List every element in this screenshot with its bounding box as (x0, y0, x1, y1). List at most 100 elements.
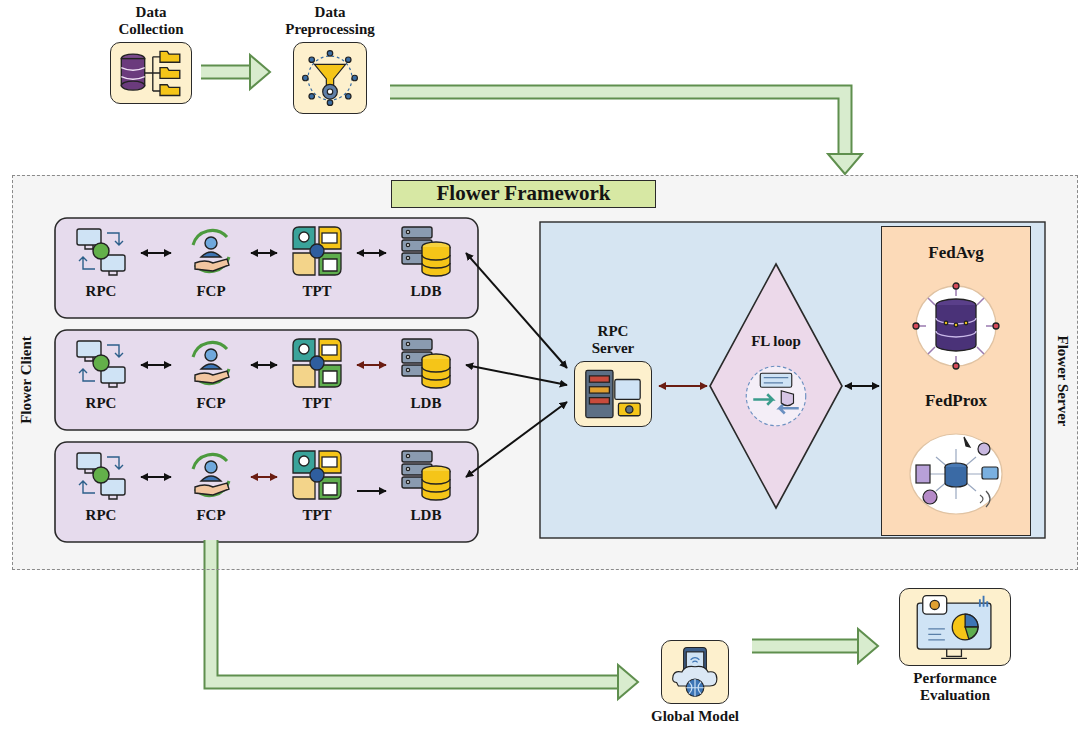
link-arrow (466, 253, 567, 368)
icon (289, 447, 345, 503)
link-arrow (141, 365, 171, 366)
icon-graphic (586, 370, 640, 417)
link-arrow (659, 386, 707, 387)
icon-graphic (917, 596, 991, 659)
link-arrow (251, 253, 277, 254)
icon (398, 447, 454, 503)
node-label: Flower Framework (391, 180, 656, 208)
client-component: RPC (63, 447, 139, 539)
icon (73, 335, 129, 391)
icon-tile (398, 447, 454, 503)
icon (578, 365, 648, 423)
client-component: FCP (173, 335, 249, 427)
link-arrow (141, 253, 171, 254)
icon-tile (398, 223, 454, 279)
client-component: RPC (63, 223, 139, 315)
icon-graphic (402, 339, 450, 388)
icon (289, 335, 345, 391)
icon (398, 335, 454, 391)
node-label: RPC (86, 283, 117, 300)
node-label: TPT (302, 395, 331, 412)
arrow-head (618, 665, 638, 699)
link-arrow (251, 477, 277, 478)
flow-arrow (211, 540, 638, 699)
connector-line (141, 364, 171, 366)
icon-graphic (193, 342, 229, 383)
icon-tile (183, 223, 239, 279)
arrow-body (752, 641, 858, 652)
icon (73, 223, 129, 279)
node-label: FL loop (709, 333, 843, 350)
arrow-head (828, 154, 862, 174)
icon-graphic (193, 454, 229, 495)
node-label: RPC (86, 507, 117, 524)
flow-arrow (201, 55, 270, 89)
icon-graphic (193, 230, 229, 271)
arrow-head (858, 629, 878, 663)
link-arrow (251, 365, 277, 366)
arrow-outline (211, 540, 618, 682)
node-label: Global Model (651, 708, 739, 725)
arrow-body (211, 540, 618, 682)
node-label: TPT (302, 283, 331, 300)
client-component: LDB (388, 335, 464, 427)
evaluation-box: Performance Evaluation (880, 588, 1030, 736)
icon-tile (661, 640, 729, 704)
icon-graphic (402, 451, 450, 500)
connector-line (466, 402, 567, 477)
icon-tile (904, 429, 1008, 519)
connector-line (251, 252, 277, 254)
icon (297, 46, 363, 110)
icon (183, 223, 239, 279)
icon-tile (183, 447, 239, 503)
connector-line (251, 364, 277, 366)
connector-line (845, 385, 879, 387)
icon-tile (73, 447, 129, 503)
link-arrow (845, 386, 879, 387)
icon (741, 361, 811, 431)
icon-graphic (121, 51, 180, 95)
fl-loop-diamond: FL loop (709, 263, 843, 509)
icon (904, 429, 1008, 519)
icon (183, 335, 239, 391)
icon-tile (73, 223, 129, 279)
icon-tile (293, 42, 367, 114)
global-model-box: Global Model (640, 640, 750, 736)
connector-line (141, 476, 171, 478)
icon-graphic (910, 434, 1002, 514)
connector-line (141, 252, 171, 254)
connector-line (659, 385, 707, 387)
server-panel-ground (540, 222, 1045, 538)
icon (289, 223, 345, 279)
client-component: TPT (279, 447, 355, 539)
arrow-body (201, 67, 250, 78)
icon (665, 644, 725, 700)
link-arrow (357, 365, 386, 366)
client-component: LDB (388, 447, 464, 539)
icon-graphic (77, 453, 125, 499)
link-arrow (466, 365, 567, 385)
framework-region: RPCFCPTPTLDBRPCFCPTPTLDBRPCFCPTPTLDBRPC … (12, 175, 1078, 570)
icon-graphic (673, 648, 717, 697)
icon-graphic (913, 283, 999, 369)
icon-tile (183, 335, 239, 391)
node-label: Data Preprocessing (276, 4, 384, 38)
icon-tile (741, 361, 811, 431)
rpc-server-box: RPC Server (569, 323, 657, 439)
client-component: LDB (388, 223, 464, 315)
icon-graphic (293, 227, 341, 275)
connector-line (466, 253, 567, 368)
connector-line (357, 252, 386, 254)
node-label: LDB (411, 507, 442, 524)
icon-graphic (77, 341, 125, 387)
server-panel: RPC ServerFL loopFedAvgFedProxFlower Ser… (541, 223, 1046, 539)
client-band (55, 330, 478, 430)
icon-tile (574, 361, 652, 427)
arrow-head (250, 55, 270, 89)
node-label: FCP (196, 395, 225, 412)
icon-graphic (746, 366, 806, 426)
node-label: Flower Server (1055, 336, 1072, 427)
arrow-outline (201, 65, 250, 80)
arrow-outline (752, 639, 858, 654)
